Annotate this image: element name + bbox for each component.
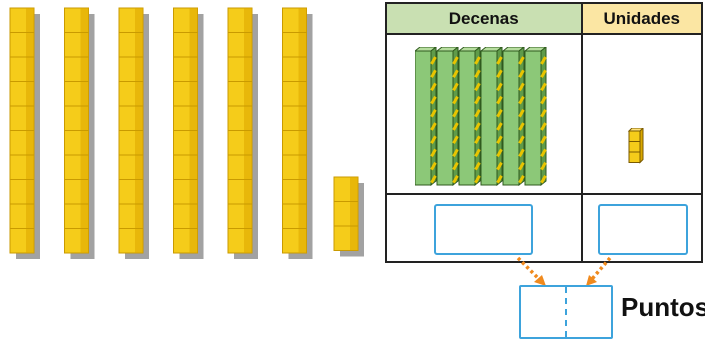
arrows-to-result: [516, 256, 612, 286]
tens-header: Decenas: [385, 2, 583, 35]
green-ten-block-5: [501, 47, 525, 187]
units-blocks-cell: [580, 33, 704, 195]
yellow-rod-1: [9, 7, 40, 259]
right-arrowhead-icon: [586, 275, 597, 286]
green-ten-block-4: [479, 47, 503, 187]
unit-cube-3: [628, 151, 641, 163]
points-answer-box[interactable]: [519, 285, 613, 339]
place-value-table: Decenas Unidades: [385, 2, 704, 263]
tens-answer-cell: [385, 193, 583, 263]
units-answer-cell: [580, 193, 704, 263]
result-box-divider: [565, 287, 567, 337]
green-ten-block-3: [457, 47, 481, 187]
tens-blocks-cell: [385, 33, 583, 195]
green-ten-block-1: [415, 47, 437, 187]
yellow-short-rod: [333, 176, 364, 257]
yellow-rod-3: [118, 7, 149, 259]
green-ten-block-6: [523, 47, 547, 187]
base-ten-rods-illustration: [9, 7, 364, 259]
tens-blocks-illustration: [415, 47, 547, 187]
left-arrow-icon: [516, 256, 542, 282]
tens-answer-input[interactable]: [434, 204, 533, 255]
yellow-rod-6: [282, 7, 313, 259]
points-label: Puntos: [621, 292, 705, 322]
left-arrowhead-icon: [534, 275, 546, 286]
unit-cube-2: [628, 141, 641, 153]
yellow-rod-5: [227, 7, 258, 259]
unit-cubes-illustration: [627, 128, 644, 164]
yellow-rod-4: [173, 7, 204, 259]
unit-cube-1: [628, 130, 641, 142]
units-header: Unidades: [580, 2, 704, 35]
green-ten-block-2: [435, 47, 459, 187]
right-arrow-icon: [590, 256, 612, 281]
units-answer-input[interactable]: [597, 204, 688, 255]
yellow-rod-2: [64, 7, 95, 259]
